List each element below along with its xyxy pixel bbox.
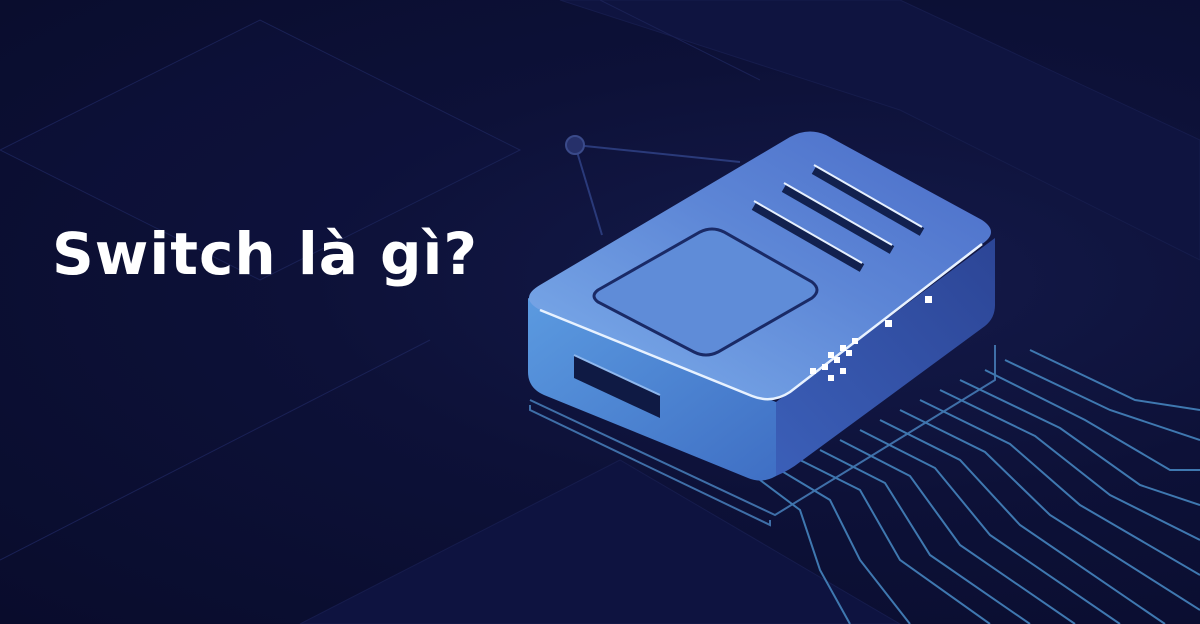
device-left-face	[528, 298, 776, 481]
device-indicator-lights	[810, 296, 932, 381]
device-port-slot	[574, 355, 660, 418]
bg-line	[599, 0, 761, 81]
page-title: Switch là gì?	[52, 220, 479, 288]
bg-panel-top	[559, 0, 1200, 261]
network-node-icon	[565, 135, 585, 155]
node-link	[574, 144, 741, 163]
device-vents	[751, 164, 925, 272]
bg-line	[0, 339, 431, 561]
base-outline	[529, 405, 771, 527]
device-right-face	[776, 238, 995, 476]
node-link	[574, 144, 603, 236]
base-outline	[529, 345, 996, 517]
bg-panel-bottom	[299, 459, 901, 624]
device-edge-highlight	[539, 243, 983, 401]
bg-panel-left	[0, 19, 522, 281]
circuit-traces	[759, 349, 1200, 624]
device-port-slot-edge	[573, 354, 661, 396]
device-screen	[592, 227, 819, 357]
